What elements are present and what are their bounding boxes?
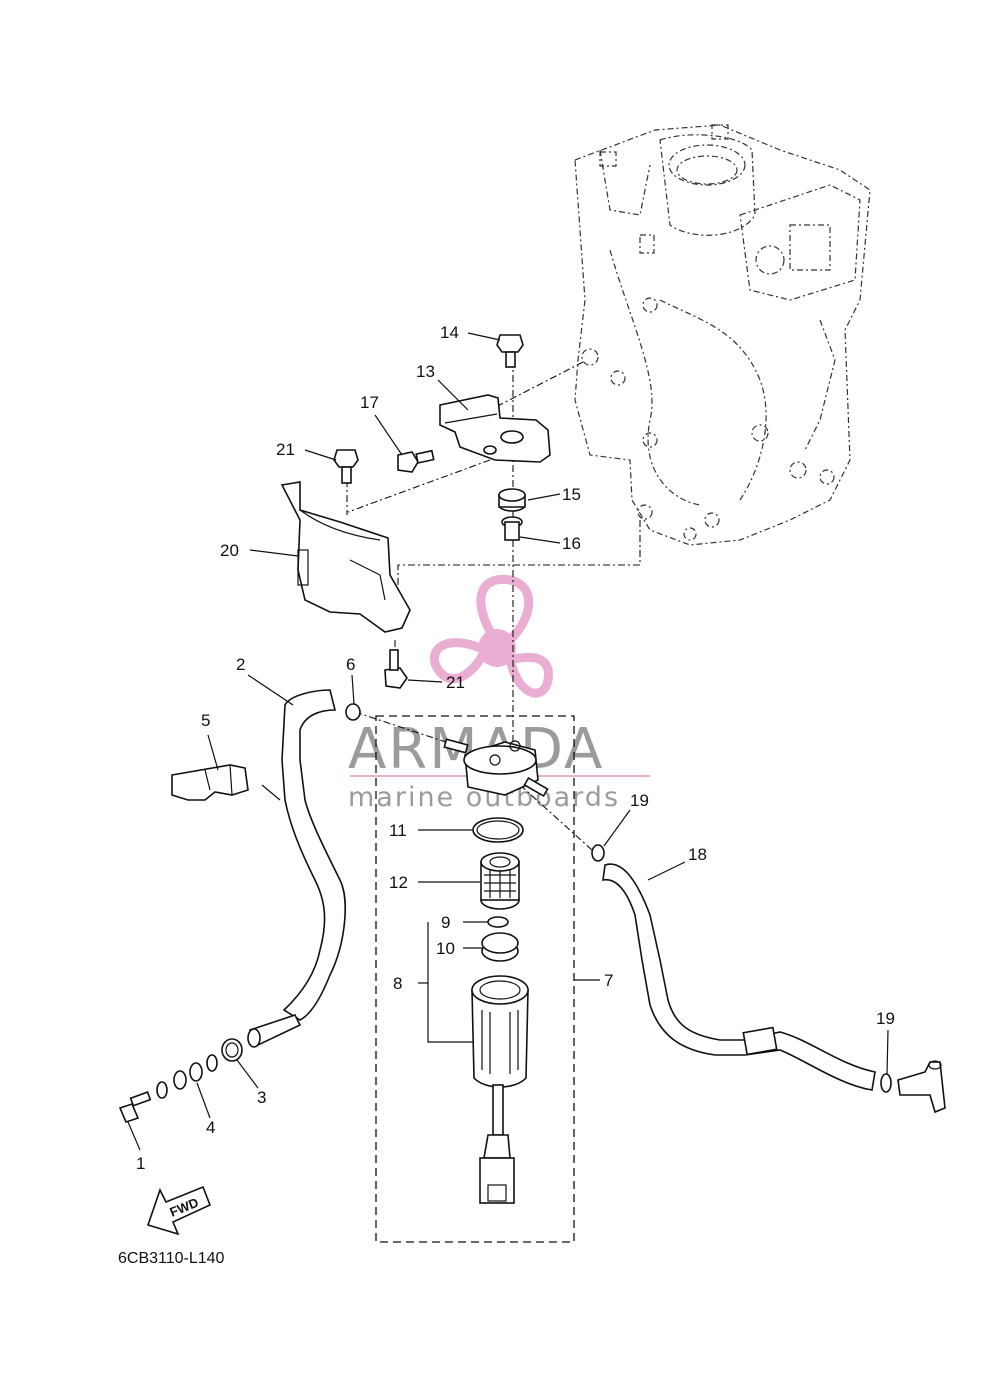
callout-15: 15 <box>562 485 581 504</box>
cup-8 <box>471 975 529 1204</box>
callout-14: 14 <box>440 323 459 342</box>
hose-2 <box>247 689 346 1048</box>
callout-19-upper: 19 <box>630 791 649 810</box>
callout-20: 20 <box>220 541 239 560</box>
clamp-19-lower <box>880 1073 892 1093</box>
intake-manifold-ghost <box>574 124 871 546</box>
diagram-code: 6CB3110-L140 <box>118 1250 225 1267</box>
callout-16: 16 <box>562 534 581 553</box>
clip-5 <box>171 764 249 801</box>
callout-1: 1 <box>136 1154 145 1173</box>
float-10 <box>481 932 519 962</box>
callout-8: 8 <box>393 974 402 993</box>
filter-head <box>443 738 549 798</box>
callout-10: 10 <box>436 939 455 958</box>
callout-2: 2 <box>236 655 245 674</box>
bolt-21-upper <box>333 449 359 484</box>
callout-18: 18 <box>688 845 707 864</box>
callout-6: 6 <box>346 655 355 674</box>
callout-4: 4 <box>206 1118 215 1137</box>
callout-19-lower: 19 <box>876 1009 895 1028</box>
callout-21-lower: 21 <box>446 673 465 692</box>
clamp-6 <box>345 703 361 721</box>
leader-lines <box>127 332 889 1151</box>
bracket-13 <box>439 394 551 463</box>
fitting-4 <box>156 1054 218 1099</box>
callout-5: 5 <box>201 711 210 730</box>
bolt-14 <box>496 334 524 368</box>
callout-9: 9 <box>441 913 450 932</box>
clamp-19-upper <box>591 844 605 862</box>
fitting-1 <box>118 1091 152 1123</box>
callout-11: 11 <box>389 821 407 840</box>
callout-12: 12 <box>389 873 408 892</box>
collar-16 <box>501 516 523 541</box>
element-12 <box>480 852 520 910</box>
cover-20 <box>280 481 411 633</box>
callout-13: 13 <box>416 362 435 381</box>
callouts: 14 13 17 21 15 16 20 21 2 6 5 19 11 18 1… <box>136 323 895 1173</box>
callout-17: 17 <box>360 393 379 412</box>
clamp-3 <box>221 1038 243 1062</box>
callout-7: 7 <box>604 971 613 990</box>
bolt-21-lower <box>384 649 408 689</box>
callout-21-upper: 21 <box>276 440 295 459</box>
assembly-box-7 <box>375 715 575 1243</box>
grommet-15 <box>498 488 526 512</box>
t-joint <box>897 1060 946 1114</box>
bolt-17 <box>397 449 435 473</box>
callout-3: 3 <box>257 1088 266 1107</box>
hose-18 <box>602 863 876 1091</box>
propeller-icon <box>429 574 553 698</box>
ring-9 <box>487 916 509 928</box>
o-ring-11 <box>472 817 524 843</box>
fwd-arrow: FWD <box>146 1185 212 1236</box>
